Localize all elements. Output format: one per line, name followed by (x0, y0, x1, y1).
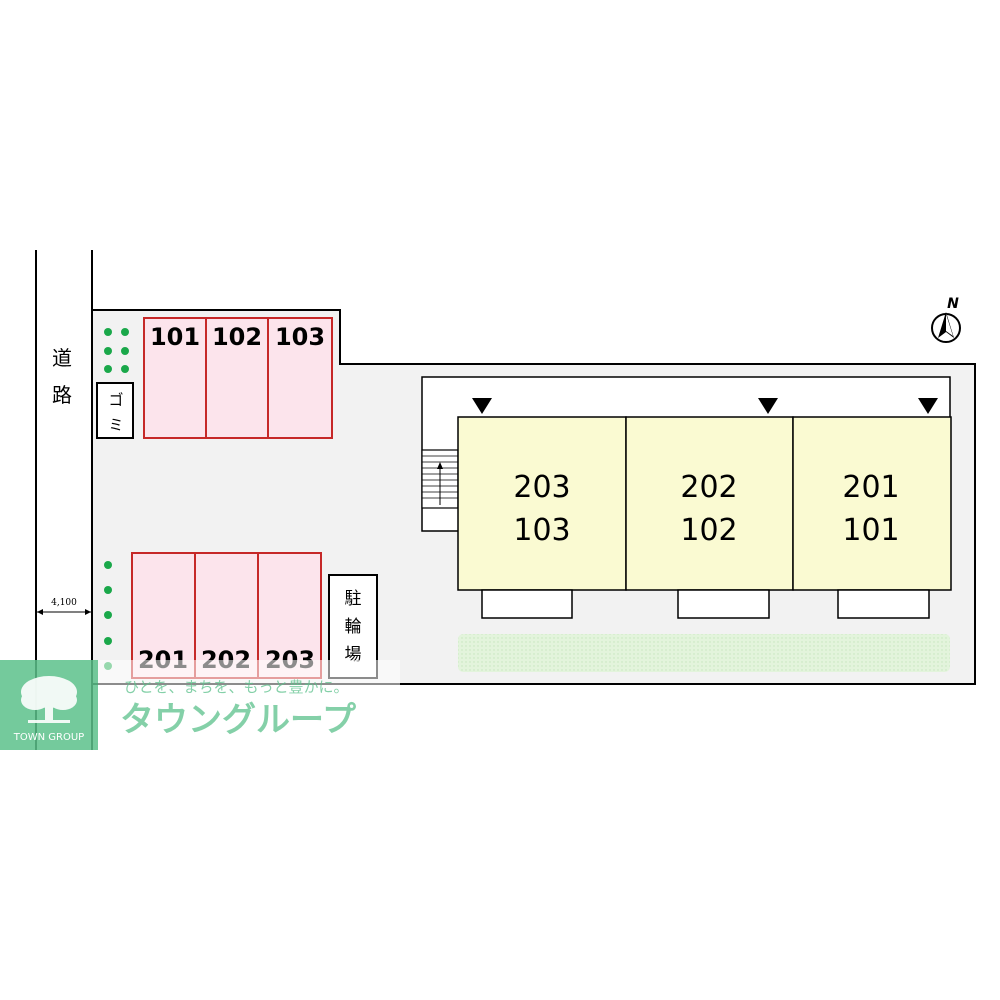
parking-space-202 (194, 552, 259, 679)
road-label-char-2: 路 (52, 383, 72, 407)
parking-label-101: 101 (150, 323, 200, 351)
planting-top (104, 328, 129, 373)
balcony (837, 589, 930, 619)
north-arrow: N (931, 296, 961, 343)
unit-3-upper-number: 201 (842, 470, 899, 505)
parking-space-102 (205, 317, 269, 439)
north-label: N (947, 296, 959, 312)
unit-1-lower-number: 103 (513, 513, 570, 548)
parking-bottom: 201 202 203 (131, 552, 322, 679)
balcony (677, 589, 770, 619)
unit-1-upper-number: 203 (513, 470, 570, 505)
entrance-triangle-icon (758, 398, 778, 414)
road-label-char-1: 道 (52, 346, 72, 370)
road-width-label: 4,100 (51, 598, 77, 608)
brand-name: タウングループ (120, 700, 356, 740)
building: 203 103 202 102 201 101 (457, 416, 952, 591)
parking-space-101 (143, 317, 207, 439)
building-unit-2 (625, 416, 794, 591)
parking-space-203 (257, 552, 322, 679)
bicycle-char-1: 駐 (345, 589, 362, 609)
building-unit-3 (792, 416, 952, 591)
parking-space-103 (267, 317, 333, 439)
garbage-char-2: ミ (108, 416, 123, 434)
bicycle-char-2: 輪 (345, 617, 362, 637)
parking-label-102: 102 (212, 323, 262, 351)
unit-2-upper-number: 202 (680, 470, 737, 505)
unit-2-lower-number: 102 (680, 513, 737, 548)
building-unit-1 (457, 416, 627, 591)
entrance-triangle-icon (472, 398, 492, 414)
green-planting-strip (458, 634, 950, 672)
entrance-triangle-icon (918, 398, 938, 414)
unit-3-lower-number: 101 (842, 513, 899, 548)
tree-logo-icon (21, 676, 77, 723)
balconies (481, 589, 930, 619)
staircase (421, 449, 459, 509)
balcony (481, 589, 573, 619)
garbage-station: ゴ ミ (96, 382, 134, 439)
garbage-char-1: ゴ (108, 391, 123, 409)
brand-tagline: ひとを、まちを、もっと豊かに。 (124, 678, 349, 696)
parking-label-103: 103 (275, 323, 325, 351)
parking-top: 101 102 103 (143, 317, 333, 439)
brand-logo-text: TOWN GROUP (13, 732, 84, 743)
entrance-markers (472, 398, 938, 414)
road-width-dimension: 4,100 (37, 598, 91, 615)
watermark: TOWN GROUP ひとを、まちを、もっと豊かに。 タウングループ (0, 660, 400, 750)
